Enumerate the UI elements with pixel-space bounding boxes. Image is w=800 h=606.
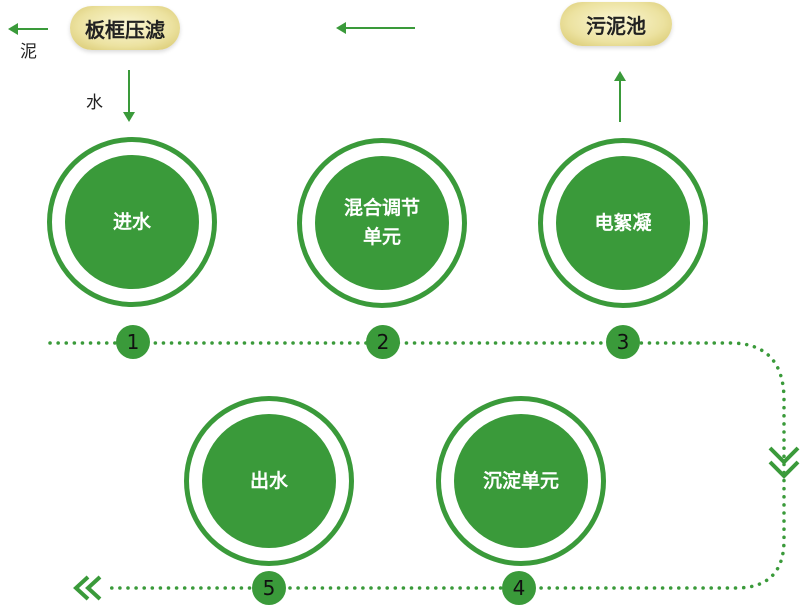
filter-press-label: 板框压滤 — [70, 6, 180, 50]
arrowhead-down-icon — [123, 112, 135, 122]
chevron-down-icon — [768, 460, 800, 479]
step-number: 3 — [606, 325, 640, 359]
step-circle-sedimentation: 沉淀单元 — [436, 396, 606, 566]
dotted-flow-path — [48, 341, 786, 590]
chevron-left-icon — [73, 575, 90, 601]
step-number: 5 — [252, 571, 286, 605]
step-number: 2 — [366, 325, 400, 359]
step-number: 1 — [116, 325, 150, 359]
step-label: 进水 — [65, 155, 199, 289]
water-label: 水 — [86, 93, 103, 113]
arrowhead-up-icon — [614, 71, 626, 81]
step-circle-electrocoagulation: 电絮凝 — [538, 138, 708, 308]
sludge-tank-label: 污泥池 — [560, 2, 672, 46]
step-circle-inlet: 进水 — [47, 137, 217, 307]
arrowhead-left-icon — [336, 22, 346, 34]
chevron-down-icon — [768, 446, 800, 465]
step-label: 混合调节 单元 — [315, 156, 449, 290]
step-number: 4 — [502, 571, 536, 605]
arrowhead-left-icon — [8, 23, 18, 35]
chevron-left-icon — [85, 575, 102, 601]
step-label: 沉淀单元 — [454, 414, 588, 548]
step-label: 出水 — [202, 414, 336, 548]
step-circle-outlet: 出水 — [184, 396, 354, 566]
mud-label: 泥 — [20, 42, 37, 62]
step-label: 电絮凝 — [556, 156, 690, 290]
step-circle-mixing: 混合调节 单元 — [297, 138, 467, 308]
